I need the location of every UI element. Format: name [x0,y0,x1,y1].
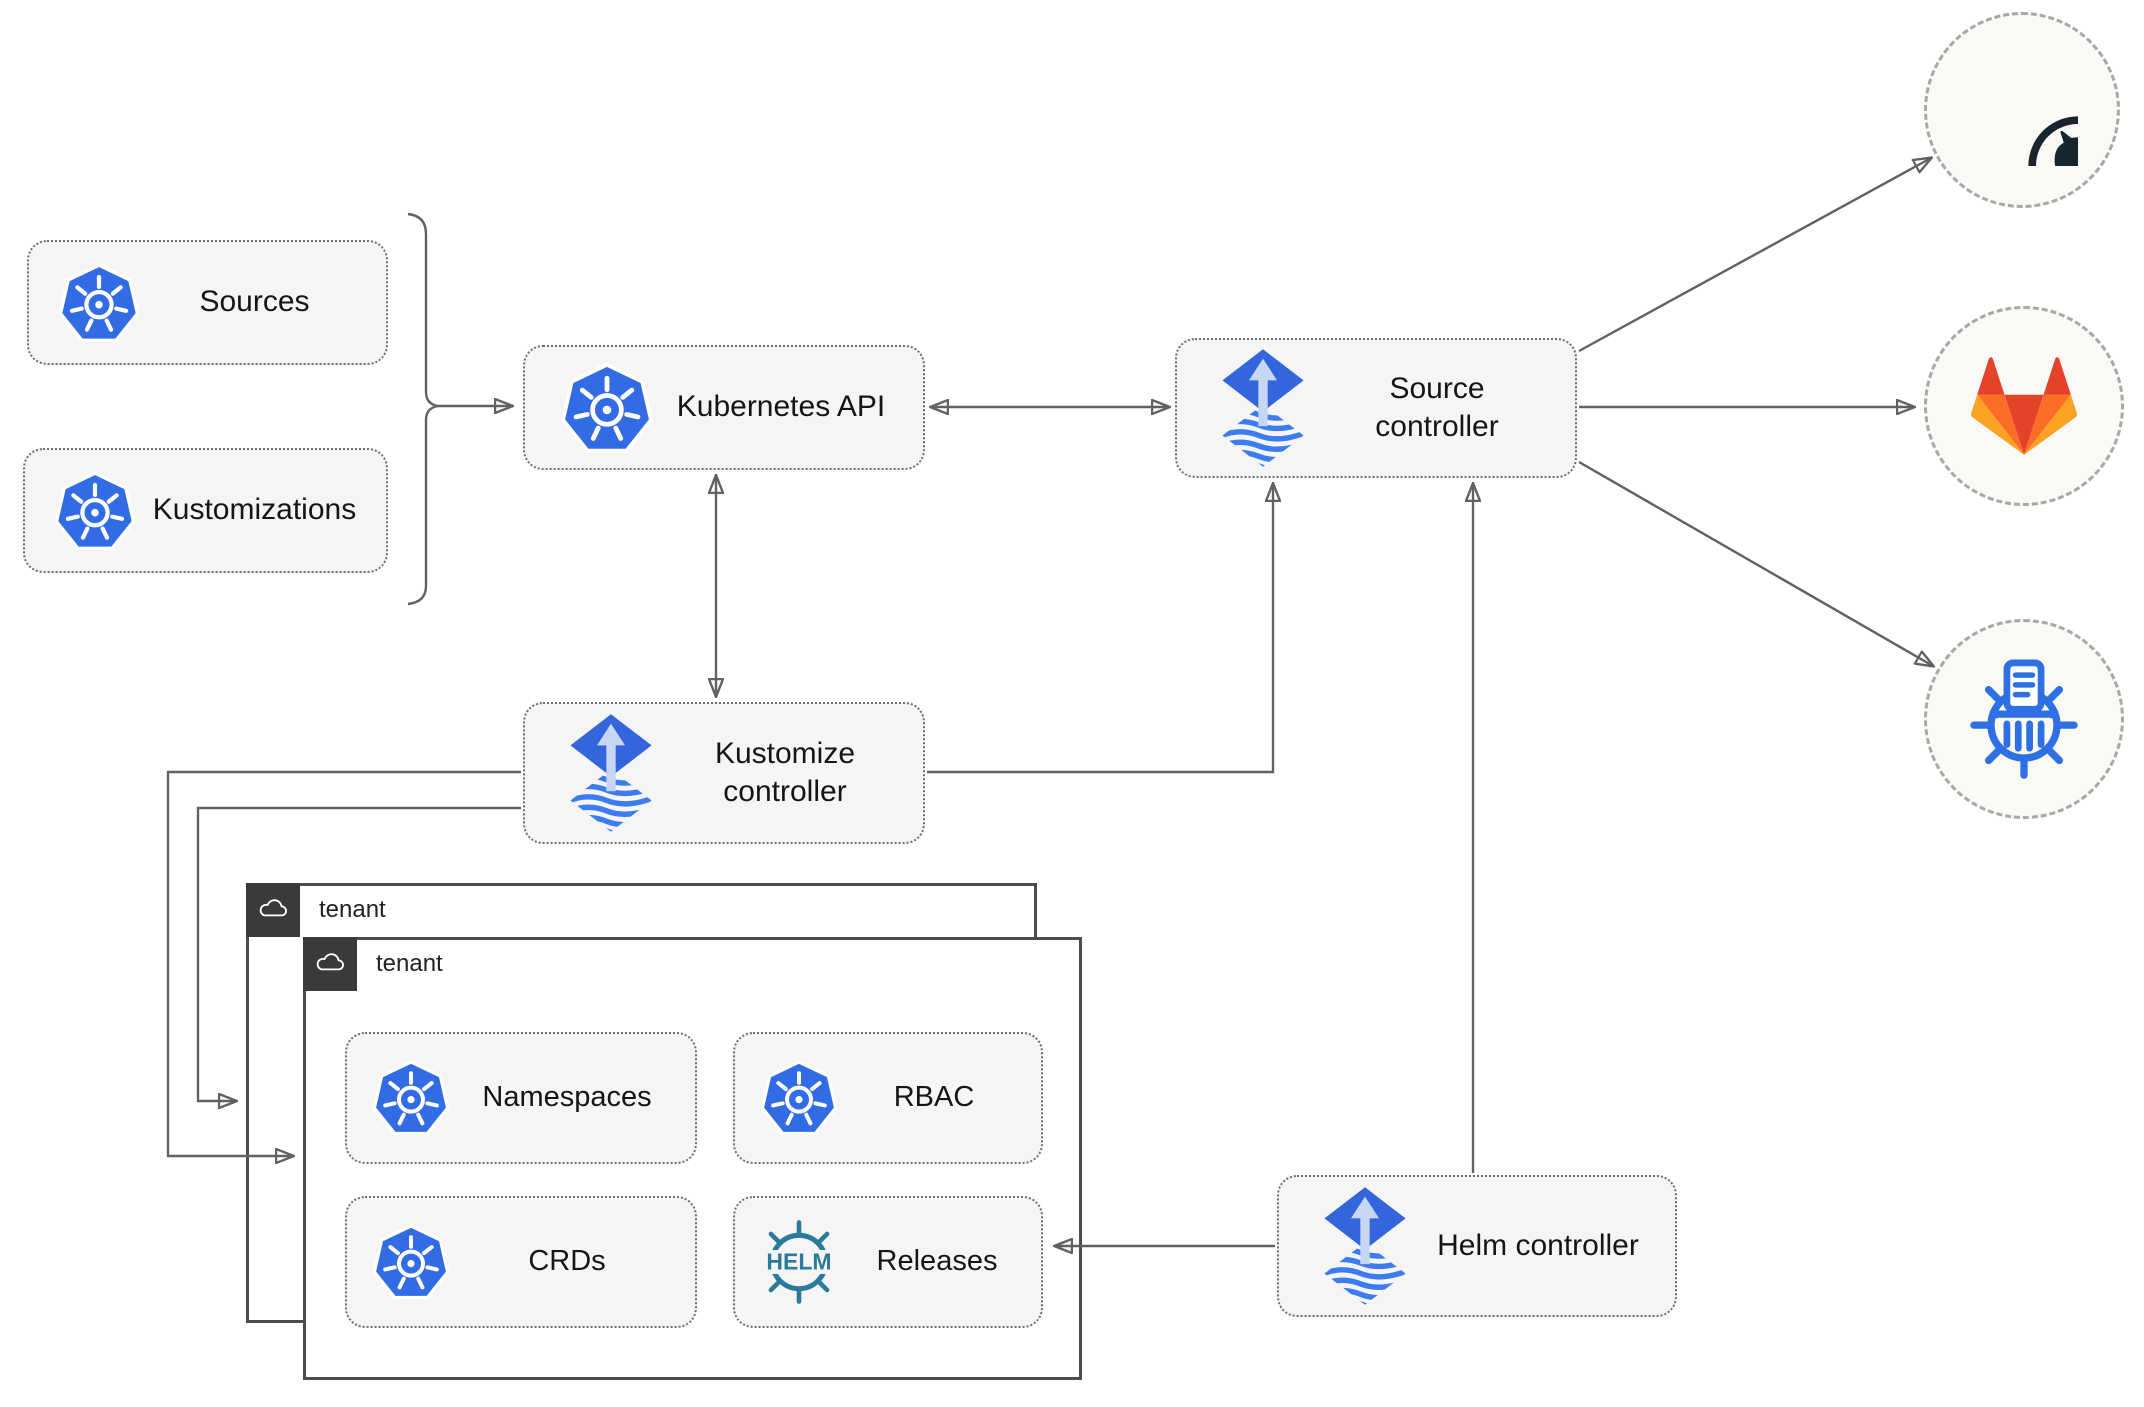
node-kustomize-controller: Kustomize controller [523,702,925,844]
github-octocat-icon [1966,54,2078,166]
node-namespaces: Namespaces [345,1032,697,1164]
kubernetes-wheel-icon [57,261,141,345]
node-rbac-label: RBAC [893,1081,975,1114]
cloud-icon [312,946,348,982]
node-releases-label: Releases [876,1245,998,1278]
container-registry-icon [1963,658,2085,780]
kubernetes-wheel-icon [759,1058,839,1138]
node-helm-controller-label: Helm controller [1437,1228,1639,1262]
kubernetes-wheel-icon [53,469,137,553]
node-crds: CRDs [345,1196,697,1328]
node-crds-label: CRDs [528,1245,606,1278]
edge-kustomize-to-source [927,484,1273,774]
node-sources: Sources [27,240,388,365]
endpoint-gitlab [1924,306,2124,506]
node-namespaces-label: Namespaces [482,1081,652,1114]
node-helm-controller: Helm controller [1277,1175,1677,1317]
node-kustomizations-label: Kustomizations [152,493,357,527]
helm-icon-text: HELM [766,1248,831,1274]
tenant-front-badge [303,937,357,991]
node-sources-label: Sources [199,285,310,319]
tenant-back-badge [246,883,300,937]
node-source-controller: Source controller [1175,338,1577,478]
node-kustomizations: Kustomizations [23,448,388,573]
cloud-icon [255,892,291,928]
flux-diamond-icon [559,711,663,836]
node-kustomize-controller-label: Kustomize controller [714,736,856,808]
endpoint-github [1924,12,2120,208]
helm-wheel-icon: HELM [753,1216,845,1308]
kubernetes-wheel-icon [371,1058,451,1138]
kubernetes-wheel-icon [371,1222,451,1302]
tenant-front-label: tenant [376,950,443,977]
endpoint-container-registry [1924,619,2124,819]
tenant-back-label: tenant [319,896,386,923]
edge-source-to-registry [1578,460,1933,666]
node-rbac: RBAC [733,1032,1043,1164]
node-kubernetes-api: Kubernetes API [523,345,925,470]
edge-source-to-github [1578,158,1931,353]
flux-diamond-icon [1211,346,1315,471]
node-source-controller-label: Source controller [1375,371,1499,443]
flux-diamond-icon [1313,1184,1417,1309]
kubernetes-wheel-icon [559,360,655,456]
node-releases: HELM Releases [733,1196,1043,1328]
gitlab-tanuki-icon [1971,357,2077,455]
brace-sources-kustomizations [407,212,439,606]
node-kubernetes-api-label: Kubernetes API [676,390,886,424]
